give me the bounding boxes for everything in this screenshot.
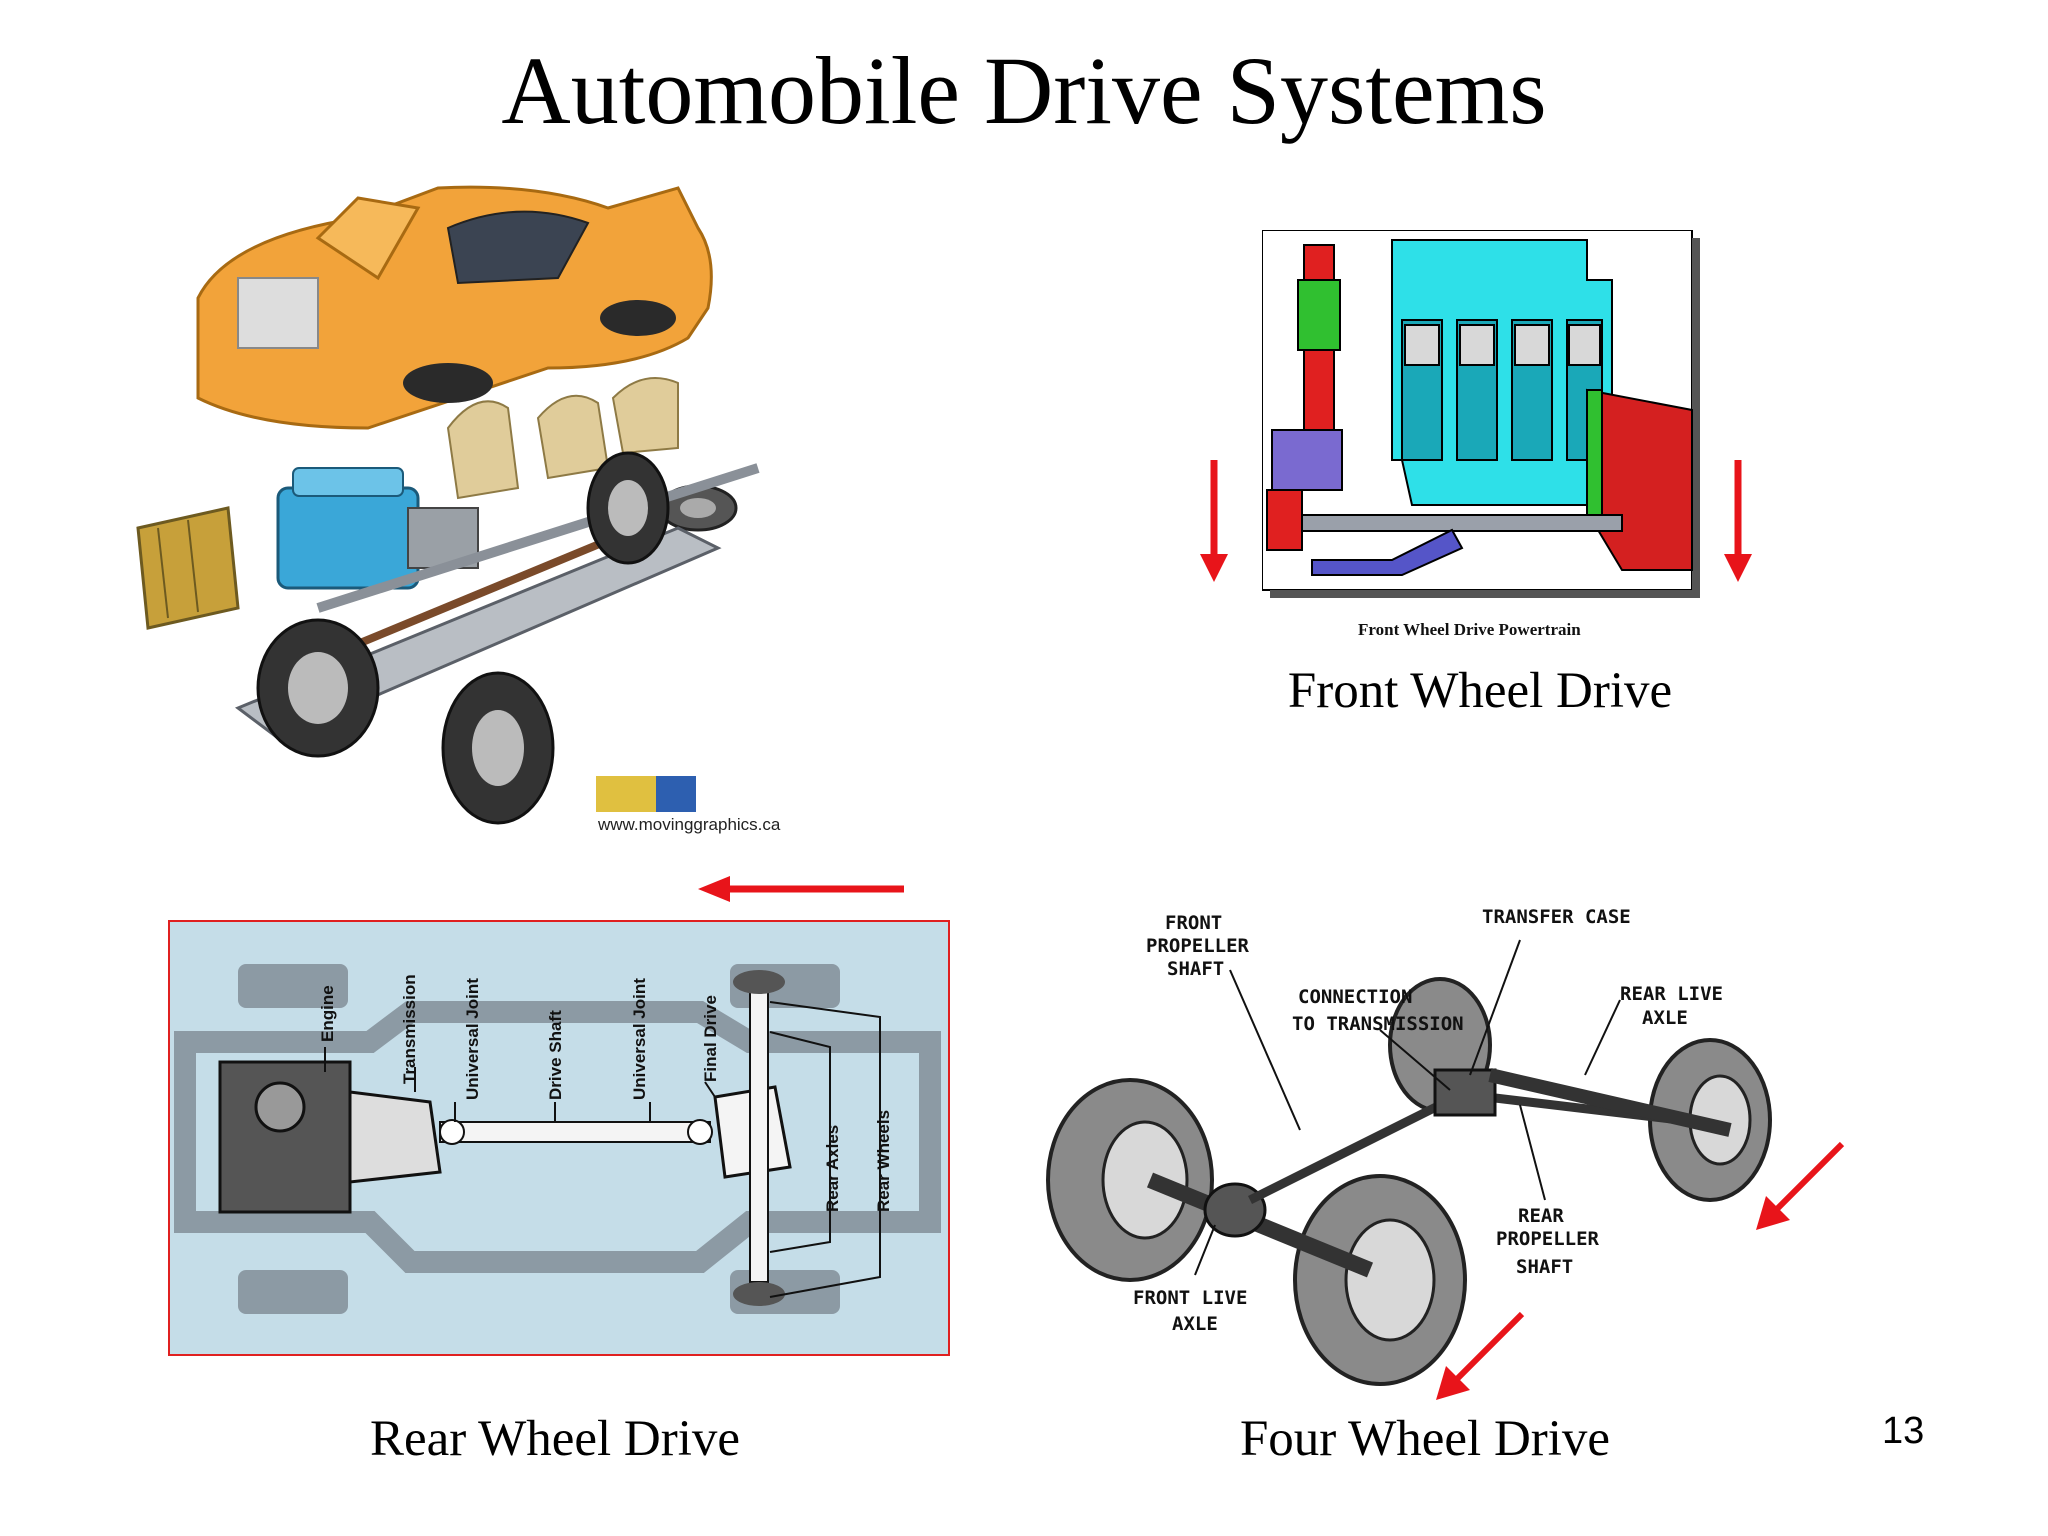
4wd-diagram: FRONT PROPELLER SHAFT CONNECTION TO TRAN… xyxy=(1040,880,1900,1400)
4wd-caption: Four Wheel Drive xyxy=(1239,1411,1611,1467)
rwd-label-universal-joint-1: Universal Joint xyxy=(463,978,482,1100)
fwd-figure-caption: Front Wheel Drive Powertrain xyxy=(1358,620,1581,639)
4wd-label-front-propeller-2: PROPELLER xyxy=(1146,935,1250,957)
4wd-label-rear-live-axle-1: REAR LIVE xyxy=(1620,983,1723,1005)
rwd-diagram: Engine Transmission Universal Joint Driv… xyxy=(168,920,950,1356)
exploded-car-illustration: www.movinggraphics.ca xyxy=(118,168,818,848)
4wd-right-arrow xyxy=(1752,1138,1848,1234)
fwd-right-arrow xyxy=(1720,456,1756,586)
4wd-label-front-live-axle-2: AXLE xyxy=(1172,1313,1218,1335)
4wd-label-connection-2: TO TRANSMISSION xyxy=(1292,1013,1464,1035)
4wd-label-connection-1: CONNECTION xyxy=(1298,986,1412,1008)
fwd-left-arrow xyxy=(1196,456,1232,586)
4wd-label-rear-propeller-3: SHAFT xyxy=(1516,1256,1573,1278)
moving-graphics-logo xyxy=(596,776,696,812)
fwd-powertrain-diagram xyxy=(1262,230,1702,600)
rwd-caption: Rear Wheel Drive xyxy=(369,1411,741,1467)
moving-graphics-url: www.movinggraphics.ca xyxy=(597,815,781,834)
rwd-arrow xyxy=(696,872,906,906)
rwd-label-rear-wheels: Rear Wheels xyxy=(874,1110,893,1212)
page-number: 13 xyxy=(1882,1410,1925,1452)
rwd-label-drive-shaft: Drive Shaft xyxy=(546,1010,565,1100)
rwd-label-final-drive: Final Drive xyxy=(701,995,720,1082)
rwd-label-transmission: Transmission xyxy=(400,974,419,1084)
fwd-caption: Front Wheel Drive xyxy=(1287,663,1673,719)
4wd-label-front-propeller-3: SHAFT xyxy=(1167,958,1224,980)
4wd-label-transfer-case: TRANSFER CASE xyxy=(1482,906,1631,928)
rwd-label-universal-joint-2: Universal Joint xyxy=(630,978,649,1100)
4wd-label-rear-live-axle-2: AXLE xyxy=(1642,1007,1688,1029)
4wd-label-rear-propeller-1: REAR xyxy=(1518,1205,1564,1227)
4wd-label-front-live-axle-1: FRONT LIVE xyxy=(1133,1287,1247,1309)
rwd-label-engine: Engine xyxy=(318,985,337,1042)
slide-title: Automobile Drive Systems xyxy=(501,37,1547,144)
4wd-label-front-propeller-1: FRONT xyxy=(1165,912,1222,934)
4wd-bottom-arrow xyxy=(1432,1310,1528,1406)
rwd-label-rear-axles: Rear Axles xyxy=(823,1125,842,1212)
4wd-label-rear-propeller-2: PROPELLER xyxy=(1496,1228,1600,1250)
